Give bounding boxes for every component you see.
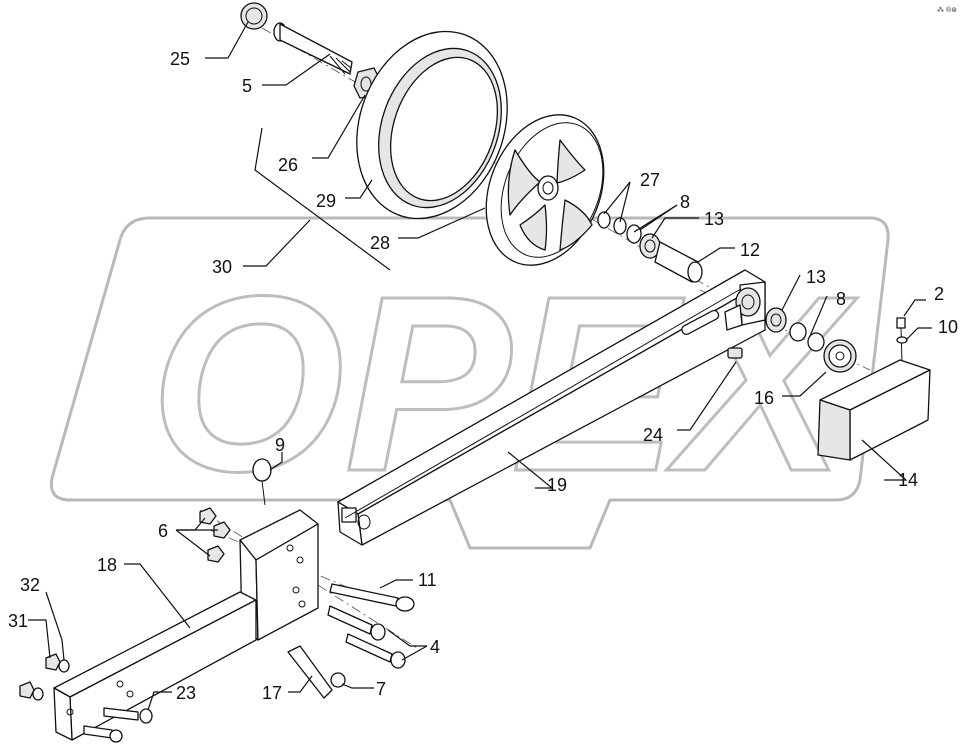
callout-16: 16 (754, 388, 774, 408)
callout-30: 30 (212, 257, 232, 277)
corner-mark: ⁂ ®⊛ (937, 6, 957, 14)
callout-17: 17 (262, 683, 282, 703)
callout-7: 7 (376, 679, 386, 699)
sprocket (823, 339, 857, 373)
callout-31: 31 (8, 611, 28, 631)
nut-pair (19, 653, 70, 701)
callout-26: 26 (278, 155, 298, 175)
nut-group (199, 507, 231, 563)
grease-nipple (727, 347, 743, 359)
washer-right (789, 322, 825, 352)
cover-plate (817, 359, 931, 461)
leader-lines (28, 21, 932, 711)
callout-13b: 13 (806, 267, 826, 287)
callout-28: 28 (370, 233, 390, 253)
bolts-4 (327, 605, 406, 669)
callout-12: 12 (740, 240, 760, 260)
callout-23: 23 (176, 683, 196, 703)
callout-14: 14 (898, 470, 918, 490)
wheel-tyre (356, 30, 508, 220)
callout-32: 32 (20, 575, 40, 595)
cap-nut (240, 2, 268, 30)
washer-set (597, 211, 642, 244)
callout-27: 27 (640, 170, 660, 190)
bolts-23 (83, 707, 153, 743)
callout-18: 18 (97, 555, 117, 575)
wheel-rim (485, 114, 605, 266)
callout-8b: 8 (836, 289, 846, 309)
callout-8: 8 (680, 192, 690, 212)
callout-19: 19 (547, 475, 567, 495)
callout-29: 29 (316, 191, 336, 211)
callout-2: 2 (934, 284, 944, 304)
callout-24: 24 (643, 425, 663, 445)
bearing-right (765, 307, 787, 333)
callout-10: 10 (938, 317, 958, 337)
long-bolt (273, 22, 353, 75)
small-bolt (896, 317, 906, 363)
callout-9: 9 (275, 435, 285, 455)
callout-4: 4 (430, 637, 440, 657)
callout-13: 13 (704, 209, 724, 229)
spacer-sleeve (654, 241, 703, 283)
small-washer (896, 336, 908, 344)
drawbar-tube (53, 591, 257, 741)
clamp-bolt (330, 672, 346, 688)
frame-beam (337, 269, 766, 546)
opex-watermark-logo: OPEX (49, 216, 890, 550)
callout-11: 11 (418, 570, 437, 590)
callout-6: 6 (158, 521, 168, 541)
callout-labels: 25 5 26 29 30 28 27 8 13 12 2 10 13 8 16… (8, 49, 958, 703)
callout-25: 25 (170, 49, 190, 69)
callout-5: 5 (242, 76, 252, 96)
pin (329, 583, 415, 612)
clamp-plate (287, 645, 333, 699)
